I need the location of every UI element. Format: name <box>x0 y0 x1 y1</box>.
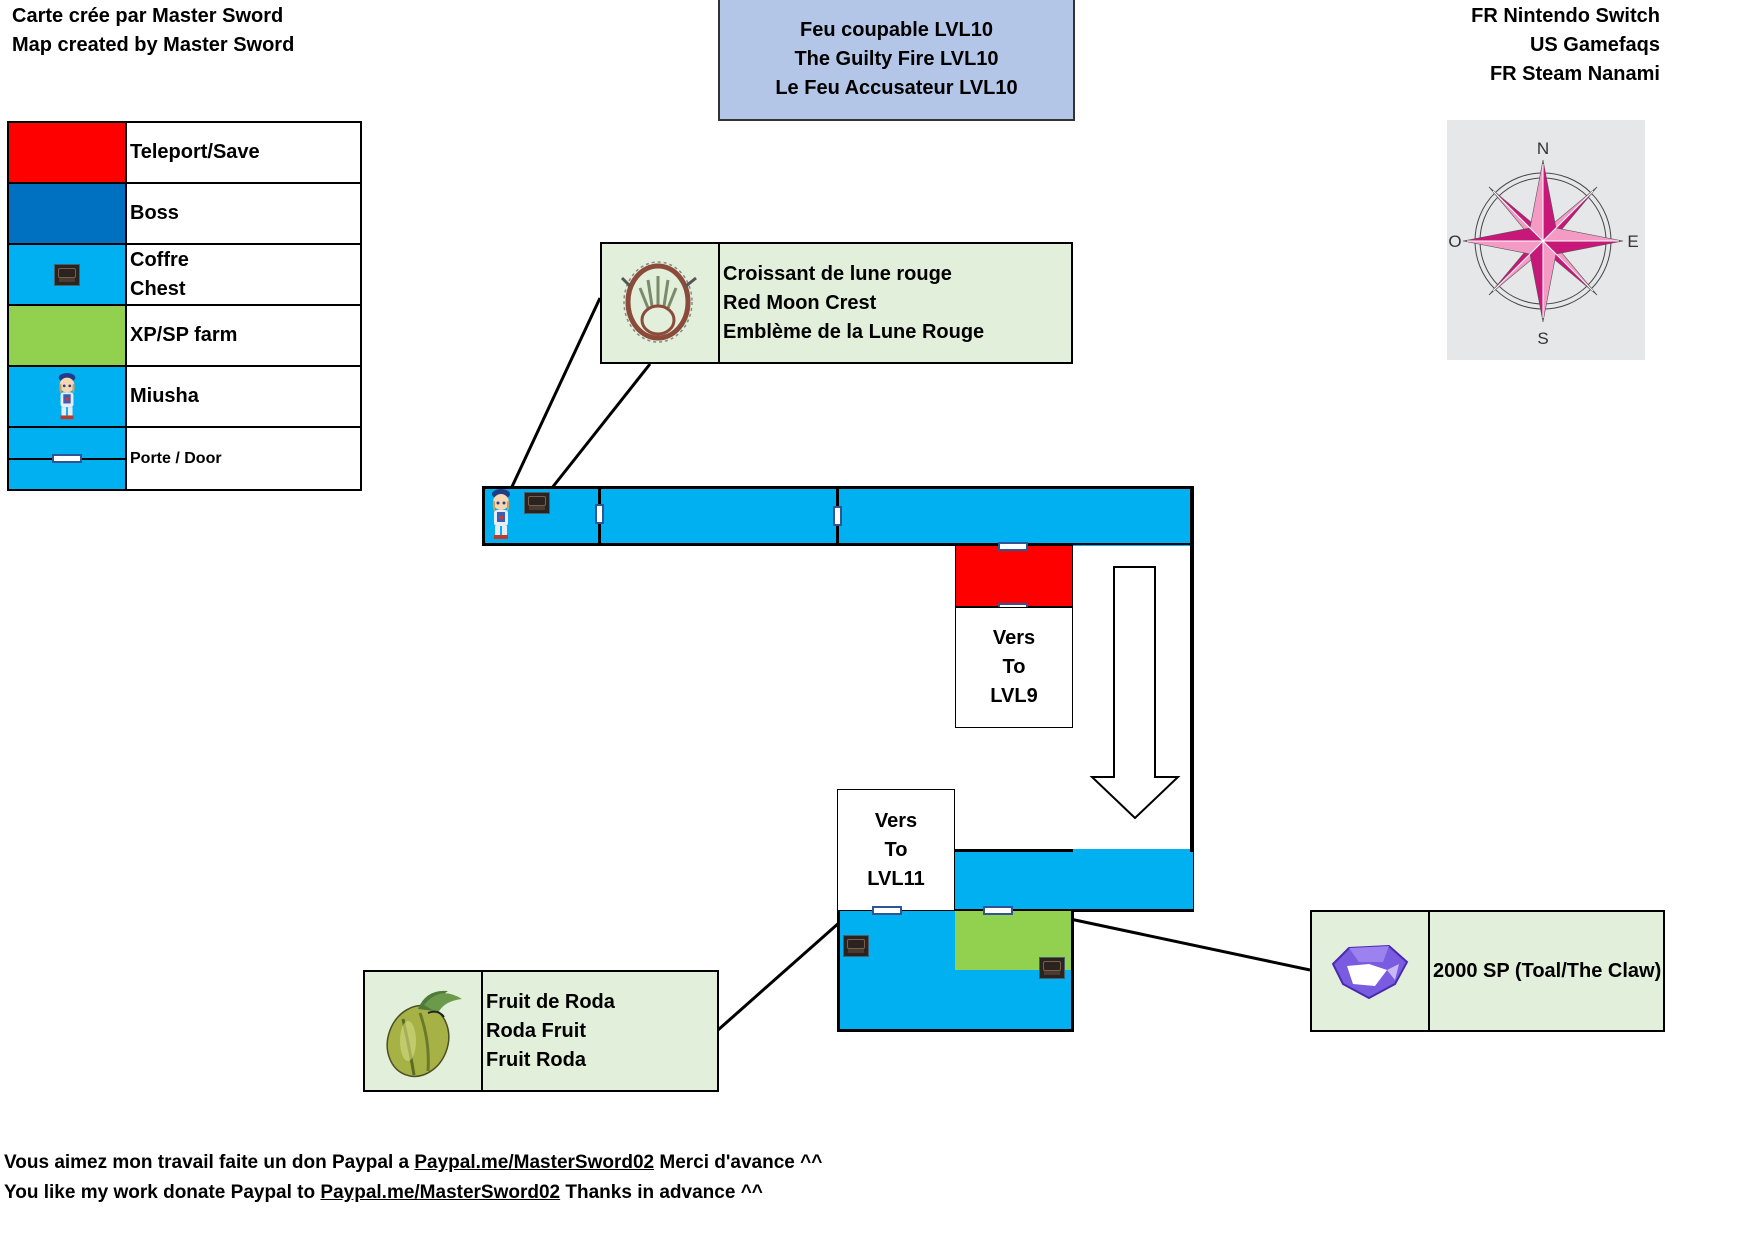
legend-row-boss: Boss <box>9 184 360 245</box>
title-en: The Guilty Fire LVL10 <box>794 48 999 70</box>
donation-line-en: You like my work donate Paypal to Paypal… <box>4 1178 822 1208</box>
item-name-en: Roda Fruit <box>486 1019 586 1042</box>
item-name-fr: Fruit de Roda <box>486 990 615 1013</box>
item-name-fr-steam: Emblème de la Lune Rouge <box>723 320 985 343</box>
translation-sources: FR Nintendo Switch US Gamefaqs FR Steam … <box>1471 2 1660 89</box>
compass-icon: N S E O <box>1448 139 1638 348</box>
chest-icon[interactable] <box>524 492 550 514</box>
legend-swatch-teleport <box>9 123 127 182</box>
donation-text: Vous aimez mon travail faite un don Payp… <box>4 1152 415 1173</box>
exit-to-lvl9[interactable]: Vers To LVL9 <box>955 607 1073 728</box>
compass-rose: N S E O <box>1447 120 1645 360</box>
miusha-icon <box>58 372 76 419</box>
donation-text: You like my work donate Paypal to <box>4 1182 321 1203</box>
legend-swatch-door <box>9 428 127 489</box>
donation-text: Thanks in advance ^^ <box>560 1182 763 1203</box>
legend-label: Porte / Door <box>130 450 222 467</box>
door-icon <box>52 454 82 463</box>
exit-label: To <box>884 838 908 861</box>
item-name-en: Red Moon Crest <box>723 291 877 314</box>
map-credits: Carte crée par Master Sword Map created … <box>12 2 294 60</box>
donation-footer: Vous aimez mon travail faite un don Payp… <box>4 1148 822 1208</box>
legend-swatch-boss <box>9 184 127 243</box>
item-name: 2000 SP (Toal/The Claw) <box>1433 959 1662 982</box>
legend-table: Teleport/Save Boss Coffre Chest XP/SP fa… <box>7 121 362 491</box>
source-item: FR Nintendo Switch <box>1471 5 1660 27</box>
door-icon[interactable] <box>833 506 842 526</box>
credit-en: Map created by Master Sword <box>12 34 295 56</box>
chest-icon[interactable] <box>843 935 869 957</box>
legend-label: Coffre <box>130 248 189 271</box>
miusha-icon[interactable] <box>488 488 514 542</box>
paypal-link[interactable]: Paypal.me/MasterSword02 <box>414 1152 655 1173</box>
compass-south: S <box>1537 329 1548 348</box>
item-box-2000-sp: 2000 SP (Toal/The Claw) <box>1310 910 1665 1032</box>
legend-row-door: Porte / Door <box>9 428 360 489</box>
connector-chest-crest <box>542 363 652 499</box>
door-icon[interactable] <box>872 906 902 915</box>
legend-swatch-miusha <box>9 367 127 426</box>
paypal-link[interactable]: Paypal.me/MasterSword02 <box>320 1182 561 1203</box>
legend-row-chest: Coffre Chest <box>9 245 360 306</box>
compass-west: O <box>1448 232 1461 251</box>
legend-row-farm: XP/SP farm <box>9 306 360 367</box>
teleport-save-room[interactable] <box>955 546 1073 607</box>
connector-miusha-crest <box>508 297 602 492</box>
legend-label: Teleport/Save <box>130 141 260 163</box>
wall-segment <box>837 543 955 546</box>
legend-label: Boss <box>130 202 179 224</box>
item-box-red-moon-crest: Croissant de lune rouge Red Moon Crest E… <box>600 242 1073 364</box>
door-icon[interactable] <box>998 542 1028 551</box>
down-arrow-icon <box>1089 566 1181 820</box>
roda-fruit-icon <box>386 990 462 1078</box>
donation-line-fr: Vous aimez mon travail faite un don Payp… <box>4 1148 822 1178</box>
legend-label: Chest <box>130 277 186 300</box>
legend-label: Miusha <box>130 385 199 407</box>
legend-row-miusha: Miusha <box>9 367 360 428</box>
wall-segment <box>482 543 599 546</box>
exit-label: Vers <box>992 627 1036 649</box>
wall-right <box>1190 486 1194 912</box>
legend-swatch-farm <box>9 306 127 365</box>
legend-row-teleport: Teleport/Save <box>9 123 360 184</box>
door-icon[interactable] <box>983 906 1013 915</box>
chest-icon <box>54 263 80 286</box>
exit-label: To <box>1002 656 1026 678</box>
legend-swatch-chest <box>9 245 127 304</box>
lower-corridor <box>955 849 1193 912</box>
title-fr-steam: Le Feu Accusateur LVL10 <box>775 77 1018 99</box>
level-title-box: Feu coupable LVL10 The Guilty Fire LVL10… <box>718 0 1075 121</box>
connector-chest-sp <box>1055 914 1311 972</box>
source-item: US Gamefaqs <box>1529 34 1660 56</box>
compass-north: N <box>1537 139 1549 158</box>
exit-label: LVL9 <box>990 685 1038 707</box>
source-item: FR Steam Nanami <box>1489 63 1660 85</box>
exit-label: LVL11 <box>867 867 925 890</box>
credit-fr: Carte crée par Master Sword <box>12 5 284 27</box>
item-box-roda-fruit: Fruit de Roda Roda Fruit Fruit Roda <box>363 970 719 1092</box>
connector-chest-fruit <box>717 920 841 1032</box>
door-icon[interactable] <box>595 504 604 524</box>
donation-text: Merci d'avance ^^ <box>654 1152 823 1173</box>
legend-label: XP/SP farm <box>130 324 238 346</box>
item-name-fr: Croissant de lune rouge <box>723 262 952 285</box>
item-name-fr-steam: Fruit Roda <box>486 1048 586 1071</box>
purple-crystal-icon <box>1331 944 1409 1000</box>
red-moon-crest-icon <box>620 261 697 343</box>
exit-to-lvl11[interactable]: Vers To LVL11 <box>837 789 955 911</box>
compass-east: E <box>1627 232 1638 251</box>
title-fr: Feu coupable LVL10 <box>800 19 993 41</box>
chest-icon[interactable] <box>1039 957 1065 979</box>
exit-label: Vers <box>874 809 918 832</box>
